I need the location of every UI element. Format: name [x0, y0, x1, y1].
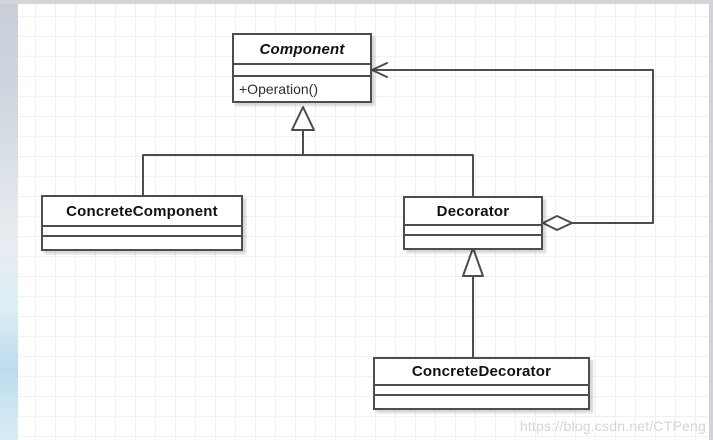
class-box-decorator[interactable]: Decorator: [403, 196, 543, 250]
attributes-compartment: [375, 384, 588, 394]
class-box-concrete-decorator[interactable]: ConcreteDecorator: [373, 357, 590, 410]
class-title-decorator: Decorator: [436, 202, 510, 220]
attributes-compartment: [43, 225, 241, 235]
operation-label: +Operation(): [239, 81, 318, 97]
class-title-concrete-component: ConcreteComponent: [66, 202, 218, 220]
wallpaper-top-strip: [0, 0, 713, 4]
class-box-component[interactable]: Component +Operation(): [232, 33, 372, 103]
methods-compartment: +Operation(): [234, 75, 370, 101]
class-title-concrete-decorator: ConcreteDecorator: [411, 363, 552, 380]
wallpaper-right-strip: [709, 0, 713, 440]
attributes-compartment: [234, 63, 370, 75]
methods-compartment: [43, 235, 241, 249]
methods-compartment: [405, 234, 541, 248]
wallpaper-left-strip: [0, 0, 18, 440]
class-box-concrete-component[interactable]: ConcreteComponent: [41, 195, 243, 251]
csdn-watermark: https://blog.csdn.net/CTPeng: [519, 418, 706, 434]
attributes-compartment: [405, 224, 541, 234]
methods-compartment: [375, 394, 588, 408]
class-title-component: Component: [259, 40, 345, 58]
